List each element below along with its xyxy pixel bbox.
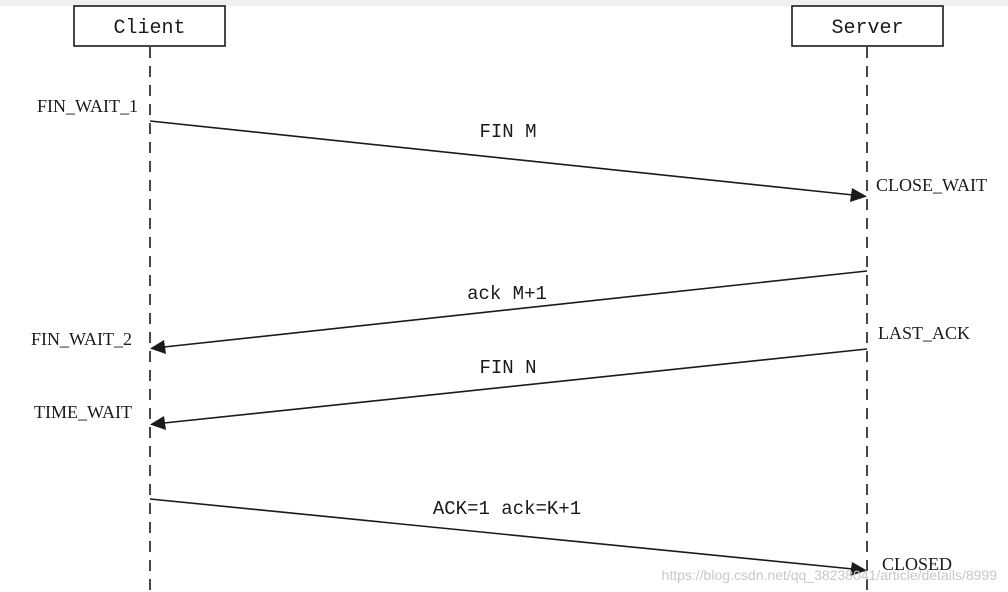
message-ack-m1: ack M+1 — [150, 270, 868, 354]
server-label: Server — [831, 17, 903, 40]
top-border — [0, 0, 1008, 6]
watermark-text: https://blog.csdn.net/qq_38238041/articl… — [662, 567, 998, 583]
state-fin-wait-1: FIN_WAIT_1 — [37, 96, 138, 116]
fin-n-arrow — [163, 348, 868, 424]
client-box: Client — [73, 5, 226, 47]
fin-m-label: FIN M — [479, 121, 536, 143]
ack-m1-label: ack M+1 — [467, 283, 547, 305]
fin-m-arrow — [149, 120, 854, 196]
ack-k1-arrow — [149, 498, 854, 570]
fin-n-label: FIN N — [479, 357, 536, 379]
ack-k1-arrowhead — [850, 562, 867, 576]
server-box: Server — [791, 5, 944, 47]
state-time-wait: TIME_WAIT — [34, 402, 132, 422]
state-last-ack: LAST_ACK — [878, 323, 970, 343]
message-ack-k1: ACK=1 ack=K+1 — [149, 498, 867, 576]
message-fin-m: FIN M — [149, 120, 867, 202]
ack-m1-arrowhead — [150, 340, 166, 354]
state-close-wait: CLOSE_WAIT — [876, 175, 987, 195]
ack-m1-arrow — [163, 270, 868, 348]
fin-n-arrowhead — [150, 416, 166, 430]
message-fin-n: FIN N — [150, 348, 868, 430]
fin-m-arrowhead — [850, 188, 867, 202]
state-closed: CLOSED — [882, 554, 952, 574]
ack-k1-label: ACK=1 ack=K+1 — [433, 498, 581, 520]
client-label: Client — [113, 17, 185, 40]
state-fin-wait-2: FIN_WAIT_2 — [31, 329, 132, 349]
